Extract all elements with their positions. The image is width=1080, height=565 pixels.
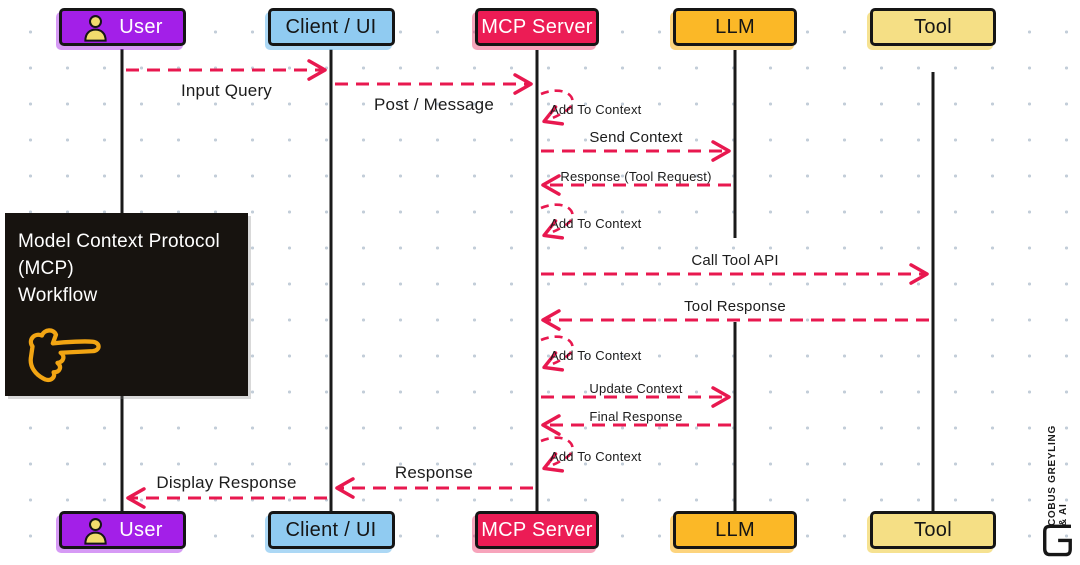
actor-label-user-bottom: User <box>119 518 163 541</box>
message-label-10: Update Context <box>589 381 683 396</box>
actor-label-tool-top: Tool <box>914 15 952 38</box>
actor-tool-top: Tool <box>870 8 996 46</box>
message-label-11: Final Response <box>589 409 683 424</box>
message-label-12: Add To Context <box>550 449 642 464</box>
actor-user-bottom: User <box>58 511 186 549</box>
actor-label-client-bottom: Client / UI <box>285 518 377 541</box>
pointing-hand-icon <box>20 323 235 389</box>
message-label-6: Add To Context <box>550 216 642 231</box>
actor-llm-bottom: LLM <box>673 511 797 549</box>
actor-label-user-top: User <box>119 15 163 38</box>
actor-llm-top: LLM <box>673 8 797 46</box>
actor-label-mcp-bottom: MCP Server <box>481 518 593 541</box>
actor-tool-bottom: Tool <box>870 511 996 549</box>
actor-client-top: Client / UI <box>267 8 395 46</box>
message-label-3: Add To Context <box>550 102 642 117</box>
message-label-7: Call Tool API <box>691 252 779 269</box>
actor-client-bottom: Client / UI <box>267 511 395 549</box>
actor-mcp-top: MCP Server <box>475 8 599 46</box>
branding-line-2: & AI <box>1058 503 1069 526</box>
message-label-14: Display Response <box>156 473 297 492</box>
actor-label-mcp-top: MCP Server <box>481 15 593 38</box>
message-arrow-9 <box>540 335 574 372</box>
actor-mcp-bottom: MCP Server <box>475 511 599 549</box>
branding-line-1: COBUS GREYLING <box>1047 425 1058 526</box>
user-icon <box>84 14 107 42</box>
branding: COBUS GREYLING & AI <box>1047 425 1071 526</box>
actor-label-tool-bottom: Tool <box>914 518 952 541</box>
message-label-2: Post / Message <box>374 95 494 114</box>
title-line-1: Model Context Protocol <box>18 231 220 252</box>
message-label-8: Tool Response <box>684 298 786 315</box>
actor-label-llm-top: LLM <box>715 15 755 38</box>
message-arrow-12 <box>540 436 574 473</box>
message-arrow-6 <box>540 203 574 240</box>
title-line-2: (MCP) <box>18 258 74 279</box>
user-icon <box>84 517 107 545</box>
title-line-3: Workflow <box>18 285 98 306</box>
actor-label-client-top: Client / UI <box>285 15 377 38</box>
message-label-4: Send Context <box>589 129 683 146</box>
logo-g-icon <box>1040 521 1074 563</box>
message-label-13: Response <box>394 463 474 482</box>
message-arrow-3 <box>540 89 574 126</box>
title-card: Model Context Protocol (MCP) Workflow <box>5 213 248 396</box>
message-label-5: Response (Tool Request) <box>560 169 712 184</box>
actor-label-llm-bottom: LLM <box>715 518 755 541</box>
message-label-1: Input Query <box>180 81 273 100</box>
actor-user-top: User <box>58 8 186 46</box>
message-label-9: Add To Context <box>550 348 642 363</box>
